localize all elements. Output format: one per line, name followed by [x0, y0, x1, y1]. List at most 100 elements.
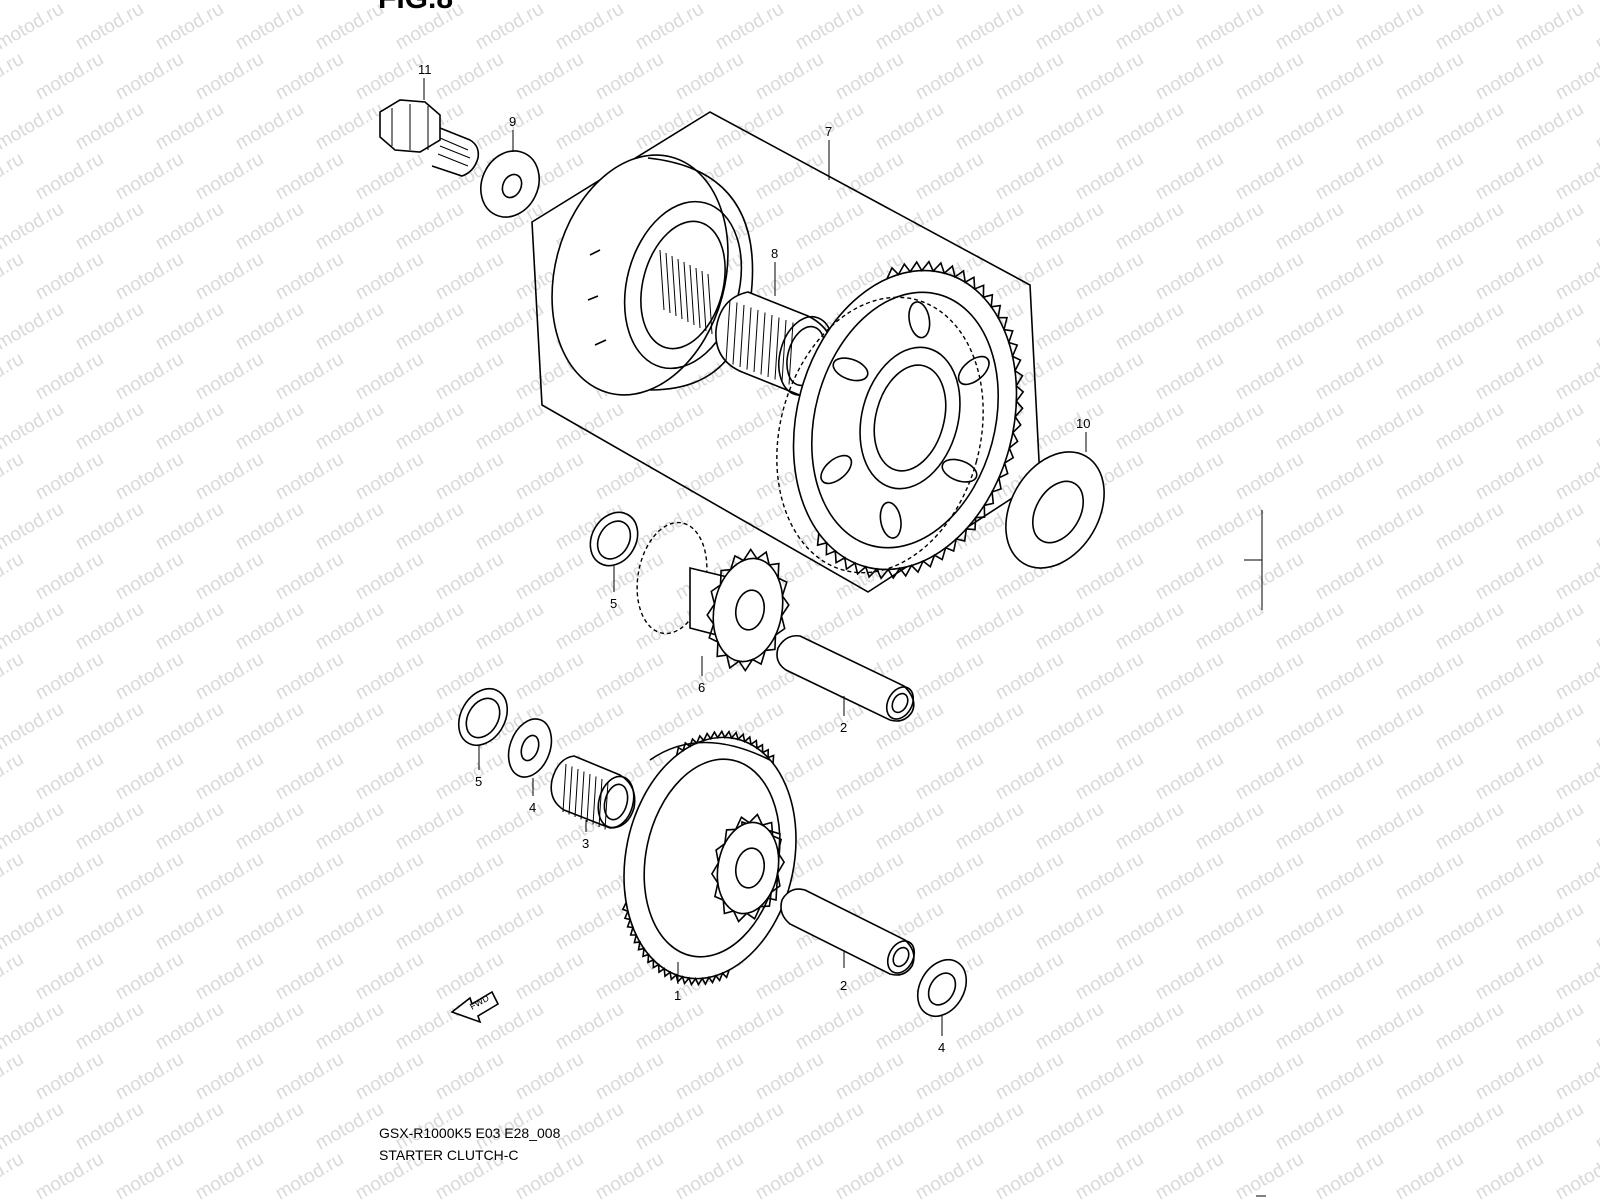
- watermark-text: motod.ru: [232, 199, 307, 255]
- watermark-text: motod.ru: [1072, 149, 1147, 205]
- watermark-text: motod.ru: [1552, 749, 1600, 805]
- watermark-text: motod.ru: [1072, 749, 1147, 805]
- watermark-text: motod.ru: [272, 849, 347, 905]
- watermark-text: motod.ru: [232, 1099, 307, 1155]
- watermark-text: motod.ru: [472, 0, 547, 54]
- watermark-text: motod.ru: [1032, 999, 1107, 1055]
- watermark-text: motod.ru: [1432, 999, 1507, 1055]
- gear-teeth-path: [710, 813, 786, 923]
- callout-2-upper: 2: [840, 696, 847, 735]
- watermark-text: motod.ru: [1352, 999, 1427, 1055]
- watermark-text: motod.ru: [752, 1049, 827, 1105]
- watermark-text: motod.ru: [792, 999, 867, 1055]
- watermark-text: motod.ru: [1392, 649, 1467, 705]
- watermark-text: motod.ru: [1192, 99, 1267, 155]
- watermark-text: motod.ru: [1592, 799, 1600, 855]
- watermark-text: motod.ru: [752, 49, 827, 105]
- watermark-text: motod.ru: [352, 849, 427, 905]
- watermark-text: motod.ru: [992, 49, 1067, 105]
- watermark-text: motod.ru: [352, 649, 427, 705]
- watermark-text: motod.ru: [1152, 549, 1227, 605]
- watermark-text: motod.ru: [1472, 1049, 1547, 1105]
- watermark-text: motod.ru: [1552, 449, 1600, 505]
- watermark-text: motod.ru: [472, 599, 547, 655]
- watermark-text: motod.ru: [872, 199, 947, 255]
- watermark-text: motod.ru: [1272, 0, 1347, 54]
- watermark-text: motod.ru: [72, 999, 147, 1055]
- watermark-text: motod.ru: [992, 849, 1067, 905]
- part-2-shaft-lower: [780, 888, 916, 976]
- watermark-text: motod.ru: [1472, 0, 1547, 4]
- watermark-text: motod.ru: [0, 699, 67, 755]
- gear-teeth-path: [675, 729, 775, 764]
- watermark-text: motod.ru: [272, 549, 347, 605]
- watermark-text: motod.ru: [152, 99, 227, 155]
- watermark-text: motod.ru: [1072, 849, 1147, 905]
- watermark-text: motod.ru: [752, 0, 827, 4]
- watermark-text: motod.ru: [192, 249, 267, 305]
- watermark-text: motod.ru: [512, 449, 587, 505]
- watermark-text: motod.ru: [1112, 899, 1187, 955]
- watermark-text: motod.ru: [1152, 949, 1227, 1005]
- watermark-text: motod.ru: [1552, 849, 1600, 905]
- watermark-text: motod.ru: [512, 949, 587, 1005]
- watermark-text: motod.ru: [712, 99, 787, 155]
- watermark-text: motod.ru: [432, 49, 507, 105]
- watermark-text: motod.ru: [232, 899, 307, 955]
- watermark-text: motod.ru: [392, 499, 467, 555]
- watermark-text: motod.ru: [112, 1049, 187, 1105]
- watermark-text: motod.ru: [112, 1149, 187, 1200]
- watermark-text: motod.ru: [992, 149, 1067, 205]
- needle-line: [562, 763, 567, 813]
- watermark-text: motod.ru: [1312, 0, 1387, 4]
- spline-line: [659, 249, 665, 311]
- watermark-text: motod.ru: [312, 599, 387, 655]
- watermark-text: motod.ru: [0, 749, 27, 805]
- callout-label: 2: [840, 978, 847, 993]
- spline-line: [701, 270, 707, 332]
- watermark-text: motod.ru: [1312, 1049, 1387, 1105]
- watermark-text: motod.ru: [912, 149, 987, 205]
- watermark-text: motod.ru: [1512, 199, 1587, 255]
- watermark-text: motod.ru: [152, 499, 227, 555]
- watermark-text: motod.ru: [32, 649, 107, 705]
- watermark-text: motod.ru: [1192, 999, 1267, 1055]
- watermark-text: motod.ru: [1072, 49, 1147, 105]
- watermark-text: motod.ru: [1072, 549, 1147, 605]
- watermark-text: motod.ru: [872, 1099, 947, 1155]
- watermark-text: motod.ru: [352, 949, 427, 1005]
- watermark-text: motod.ru: [1312, 349, 1387, 405]
- needle-line: [592, 776, 597, 825]
- watermark-text: motod.ru: [752, 949, 827, 1005]
- watermark-text: motod.ru: [192, 649, 267, 705]
- needle-line: [574, 768, 579, 818]
- gear-slot: [879, 501, 902, 539]
- watermark-text: motod.ru: [1112, 0, 1187, 54]
- watermark-text: motod.ru: [1032, 0, 1107, 54]
- watermark-text: motod.ru: [1112, 99, 1187, 155]
- watermark-text: motod.ru: [752, 149, 827, 205]
- watermark-text: motod.ru: [72, 699, 147, 755]
- spline-line: [695, 267, 701, 329]
- watermark-text: motod.ru: [1592, 0, 1600, 54]
- watermark-text: motod.ru: [1392, 1049, 1467, 1105]
- watermark-text: motod.ru: [1592, 999, 1600, 1055]
- outer-spline-lines: [659, 249, 713, 335]
- watermark-text: motod.ru: [32, 749, 107, 805]
- watermark-text: motod.ru: [992, 1049, 1067, 1105]
- watermark-text: motod.ru: [112, 149, 187, 205]
- watermark-text: motod.ru: [352, 349, 427, 405]
- gear-teeth: [816, 260, 1025, 580]
- watermark-text: motod.ru: [1112, 599, 1187, 655]
- watermark-text: motod.ru: [152, 1099, 227, 1155]
- watermark-text: motod.ru: [392, 399, 467, 455]
- watermark-text: motod.ru: [0, 999, 67, 1055]
- watermark-text: motod.ru: [0, 949, 27, 1005]
- watermark-text: motod.ru: [152, 0, 227, 54]
- callout-label: 2: [840, 720, 847, 735]
- watermark-text: motod.ru: [0, 149, 27, 205]
- watermark-text: motod.ru: [272, 249, 347, 305]
- watermark-text: motod.ru: [912, 0, 987, 4]
- watermark-text: motod.ru: [552, 99, 627, 155]
- watermark-text: motod.ru: [952, 1099, 1027, 1155]
